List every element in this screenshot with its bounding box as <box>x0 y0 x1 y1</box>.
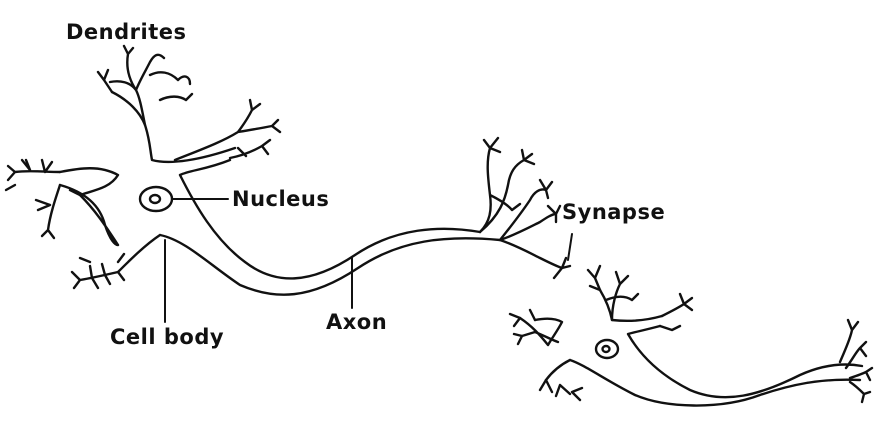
neuron-1 <box>4 44 502 296</box>
label-synapse: Synapse <box>562 200 666 224</box>
neuron-2 <box>508 264 864 407</box>
cell-body-outline-2 <box>518 288 864 407</box>
axon-terminal-branches-2 <box>838 318 874 404</box>
dendrite-left <box>4 158 82 240</box>
leader-synapse <box>567 233 573 261</box>
axon-terminal-1 <box>478 136 572 280</box>
label-cell-body: Cell body <box>110 325 225 349</box>
dendrite-right-2 <box>658 292 694 332</box>
nucleus-outer <box>138 185 174 213</box>
nucleus-inner-2 <box>601 344 611 354</box>
axon-terminal-2 <box>838 318 874 404</box>
axon-terminal-branches <box>478 136 572 280</box>
dendrite-left-2 <box>508 308 537 346</box>
label-axon: Axon <box>326 310 388 334</box>
dendrite-right <box>173 98 282 162</box>
dendrite-top-2 <box>586 264 640 322</box>
nucleus-inner <box>148 193 162 205</box>
cell-body-outline <box>58 90 502 296</box>
dendrite-bottom <box>70 252 126 290</box>
leader-lines <box>164 198 573 323</box>
dendrite-top <box>96 44 194 127</box>
label-nucleus: Nucleus <box>232 187 330 211</box>
dendrite-bottom-2 <box>538 378 584 402</box>
label-dendrites: Dendrites <box>66 20 187 44</box>
nucleus-outer-2 <box>594 338 620 360</box>
